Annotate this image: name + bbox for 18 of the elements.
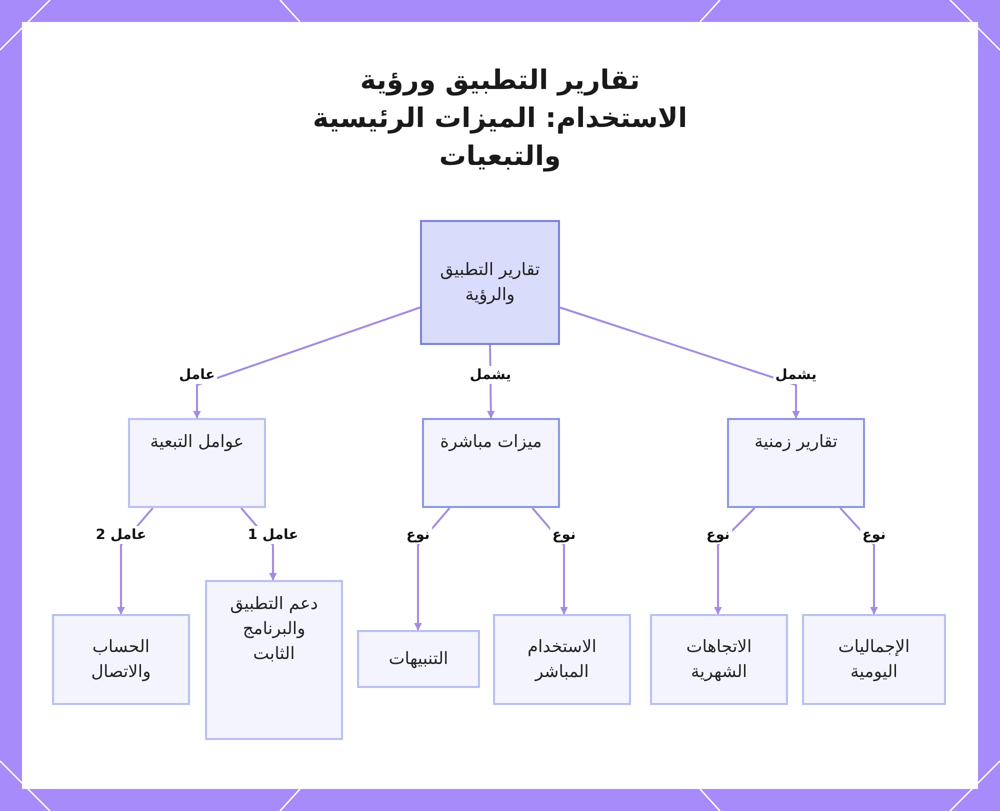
process-box: تقارير التطبيق والرؤية bbox=[420, 220, 560, 345]
process-box: تقارير زمنية bbox=[727, 418, 865, 508]
process-box: دعم التطبيق والبرنامج الثابت bbox=[205, 580, 343, 740]
arrow bbox=[193, 306, 420, 419]
process-box: الاتجاهات الشهرية bbox=[650, 614, 788, 705]
process-box: الحساب والاتصال bbox=[52, 614, 190, 705]
arrow bbox=[560, 306, 800, 419]
edge-label: نوع bbox=[550, 526, 578, 544]
process-box: الاستخدام المباشر bbox=[493, 614, 631, 705]
edge-label: عامل bbox=[177, 366, 217, 384]
edge-label: نوع bbox=[860, 526, 888, 544]
title: تقارير التطبيق ورؤية الاستخدام: الميزات الرئيسية والتبعيات bbox=[312, 64, 688, 174]
edge-label: يشمل bbox=[468, 366, 514, 384]
edge-label: يشمل bbox=[773, 366, 819, 384]
process-box: ميزات مباشرة bbox=[422, 418, 560, 508]
process-box: التنبيهات bbox=[357, 630, 480, 688]
process-box: عوامل التبعية bbox=[128, 418, 266, 508]
process-box: الإجماليات اليومية bbox=[802, 614, 946, 705]
